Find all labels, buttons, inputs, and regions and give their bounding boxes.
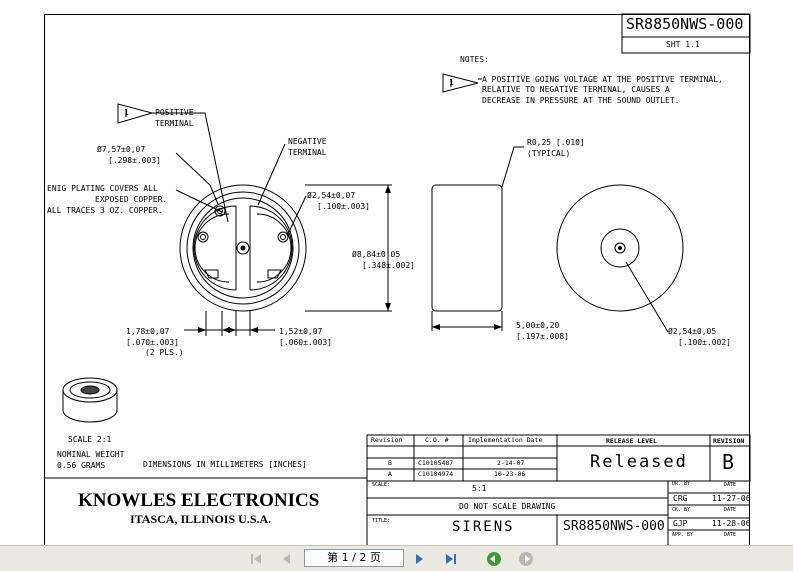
drawing-lines [44, 13, 751, 545]
notes-flag-icon [442, 73, 479, 93]
dim-500: 5,00±0,20 [516, 321, 560, 330]
dim-152-in: [.060±.003] [279, 338, 332, 347]
positive-label-1: POSITIVE [155, 108, 194, 117]
rev-row2-co: C10104974 [418, 470, 454, 478]
rev-row2-rev: A [388, 470, 392, 478]
radius-typical: (TYPICAL) [527, 149, 571, 158]
dim-178-qty: (2 PLS.) [145, 348, 184, 357]
weight-value: 0.56 GRAMS [57, 461, 106, 470]
checked-by-value: GJP [673, 519, 688, 528]
rev-row2-date: 10-23-06 [494, 470, 526, 478]
rev-row1-rev: B [388, 459, 392, 467]
last-page-icon[interactable] [443, 551, 459, 567]
isometric-view [62, 377, 118, 423]
negative-label-2: TERMINAL [288, 148, 327, 157]
dim-757-in: [.298±.003] [108, 156, 161, 165]
dimensions-note: DIMENSIONS IN MILLIMETERS [INCHES] [143, 460, 307, 469]
pdf-page: SR8850NWS-000 SHT 1.1 NOTES: 1 A POSITIV… [44, 13, 751, 545]
drawing-sheet [44, 14, 750, 545]
notes-flag-number: 1 [449, 78, 454, 87]
negative-label-1: NEGATIVE [288, 137, 327, 146]
dim-254-side-in: [.100±.002] [678, 338, 731, 347]
rev-row1-co: C10105487 [418, 459, 454, 467]
front-view-outer [179, 184, 307, 312]
approved-by-label: APP. BY [672, 532, 694, 538]
side-view-body [431, 184, 503, 312]
release-level-value: Released [590, 452, 688, 472]
first-page-icon[interactable] [248, 551, 264, 567]
left-terminal-pad [193, 205, 237, 291]
back-icon[interactable] [486, 551, 502, 567]
dim-178-in: [.070±.003] [126, 338, 179, 347]
forward-icon[interactable] [518, 551, 534, 567]
part-number-box [621, 13, 751, 54]
right-terminal-pad [249, 205, 293, 291]
checked-date-label: DATE [724, 507, 737, 513]
revision-table [366, 434, 751, 482]
company-name: KNOWLES ELECTRONICS [78, 490, 320, 511]
positive-label-2: TERMINAL [155, 119, 194, 128]
dim-884-in: [.348±.002] [362, 261, 415, 270]
part-number-title: SR8850NWS-000 [563, 519, 665, 534]
dim-178: 1,78±0,07 [126, 327, 170, 336]
revision-label: REVISION [713, 437, 745, 445]
part-number-top: SR8850NWS-000 [626, 15, 744, 33]
drawn-date-label: DATE [724, 482, 737, 488]
positive-flag-number: 1 [124, 108, 129, 117]
rev-header-date: Implementation Date [468, 436, 543, 444]
bottom-view-outer [556, 184, 684, 312]
previous-page-icon[interactable] [278, 551, 294, 567]
approved-date-label: DATE [724, 532, 737, 538]
note-line-1: A POSITIVE GOING VOLTAGE AT THE POSITIVE… [482, 75, 723, 84]
dim-254-side: Ø2,54±0,05 [668, 327, 717, 336]
company-location: ITASCA, ILLINOIS U.S.A. [130, 512, 272, 526]
page-number-field[interactable]: 第 1 / 2 页 [304, 549, 404, 567]
enig-note-3: ALL TRACES 3 OZ. COPPER. [47, 206, 163, 215]
drawn-by-label: DR. BY [672, 481, 691, 487]
dim-254-top: Ø2,54±0,07 [307, 191, 356, 200]
radius-callout: R0,25 [.010] [527, 138, 585, 147]
note-line-2: RELATIVE TO NEGATIVE TERMINAL, CAUSES A [482, 85, 670, 94]
checked-date-value: 11-28-06 [712, 519, 751, 528]
do-not-scale: DO NOT SCALE DRAWING [459, 502, 556, 511]
scale-note: SCALE 2:1 [68, 435, 112, 444]
drawn-by-value: CRG [673, 494, 688, 503]
dim-500-in: [.197±.008] [516, 332, 569, 341]
revision-value: B [722, 450, 735, 474]
weight-label: NOMINAL WEIGHT [57, 450, 125, 459]
next-page-icon[interactable] [412, 551, 428, 567]
pdf-toolbar: 第 1 / 2 页 [0, 545, 793, 571]
positive-flag-icon [117, 103, 154, 124]
rev-header-co: C.O. # [425, 436, 449, 444]
dim-757: Ø7,57±0,07 [97, 145, 146, 154]
checked-by-label: CK. BY [672, 507, 691, 513]
note-line-3: DECREASE IN PRESSURE AT THE SOUND OUTLET… [482, 96, 680, 105]
drawn-date-value: 11-27-06 [712, 494, 751, 503]
sheet-number: SHT 1.1 [666, 40, 700, 49]
scale-label: SCALE: [372, 482, 391, 488]
rev-header-revision: Revision [371, 436, 403, 444]
dim-254-top-in: [.100±.003] [317, 202, 370, 211]
enig-note-1: ENIG PLATING COVERS ALL [47, 184, 158, 193]
title-label: TITLE: [372, 518, 391, 524]
dim-884: Ø8,84±0,05 [352, 250, 401, 259]
release-level-label: RELEASE LEVEL [606, 437, 657, 445]
title-block [44, 477, 750, 545]
notes-heading: NOTES: [460, 55, 489, 64]
enig-note-2: EXPOSED COPPER. [95, 195, 168, 204]
title-value: SIRENS [452, 519, 515, 535]
scale-value: 5:1 [472, 484, 487, 493]
dim-152: 1,52±0,07 [279, 327, 323, 336]
rev-row1-date: 2-14-07 [497, 459, 525, 467]
